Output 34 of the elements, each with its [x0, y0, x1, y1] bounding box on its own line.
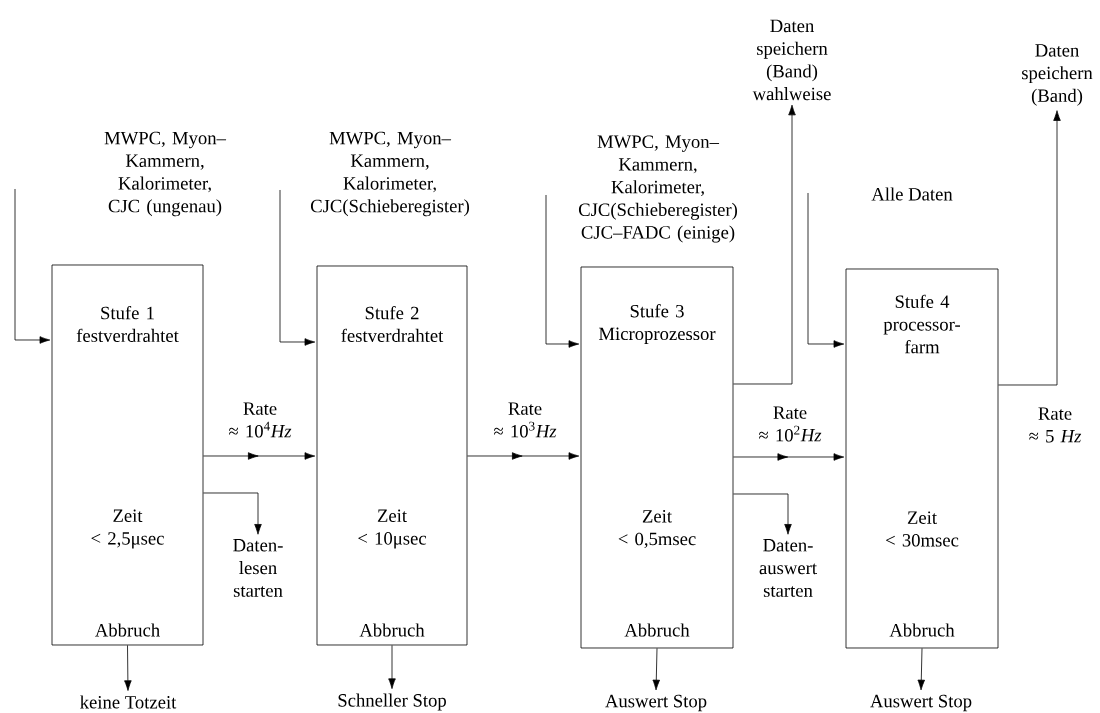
output-label: Schneller Stop	[338, 693, 446, 711]
stage-box: Stufe 3 Microprozessor Zeit < 0,5msec Abbruch	[580, 266, 734, 649]
arrow	[917, 648, 925, 691]
stage-box: Stufe 4 processor-farm Zeit < 30msec Abbruch	[845, 268, 999, 649]
output-label: Daten speichern (Band) wahlweise	[752, 19, 831, 101]
arrow	[733, 104, 796, 385]
edge-label: Rate ≈ 10$^{2}$Hz	[759, 406, 822, 442]
arrow	[998, 110, 1061, 386]
arrow	[14, 188, 51, 344]
arrow	[124, 645, 132, 691]
rate-label: Rate ≈ 5 Hz	[1029, 407, 1082, 443]
arrow	[733, 493, 792, 535]
stage-box: Stufe 2 festverdrahtet Zeit < 10μsec Abbruch	[316, 265, 468, 646]
input-label: MWPC, Myon–Kammern, Kalorimeter, CJC(Schieberegister)	[310, 131, 470, 217]
output-label: Daten-lesen starten	[233, 539, 283, 597]
arrow	[203, 492, 262, 535]
output-label: keine Totzeit	[80, 695, 177, 709]
edge-label: Rate ≈ 10$^{3}$Hz	[494, 402, 557, 438]
edge-label: Rate ≈ 10$^{4}$Hz	[229, 402, 292, 438]
arrow	[733, 453, 845, 461]
input-label: MWPC, Myon–Kammern, Kalorimeter, CJC (ungenau)	[104, 131, 227, 217]
arrow	[279, 189, 316, 346]
arrow	[388, 645, 396, 689]
output-label: Auswert Stop	[605, 694, 707, 712]
output-label: Daten-auswert starten	[759, 539, 817, 597]
arrow	[545, 194, 580, 348]
arrow	[807, 192, 845, 348]
arrow	[467, 452, 580, 460]
input-label: MWPC, Myon–Kammern, Kalorimeter, CJC(Schieberegister) CJC–FADC (einige)	[578, 135, 738, 243]
arrow	[652, 648, 660, 691]
output-label: Daten speichern (Band)	[1022, 44, 1093, 106]
input-label: Alle Daten	[871, 187, 953, 201]
arrow	[203, 452, 316, 460]
output-label: Auswert Stop	[870, 694, 972, 712]
